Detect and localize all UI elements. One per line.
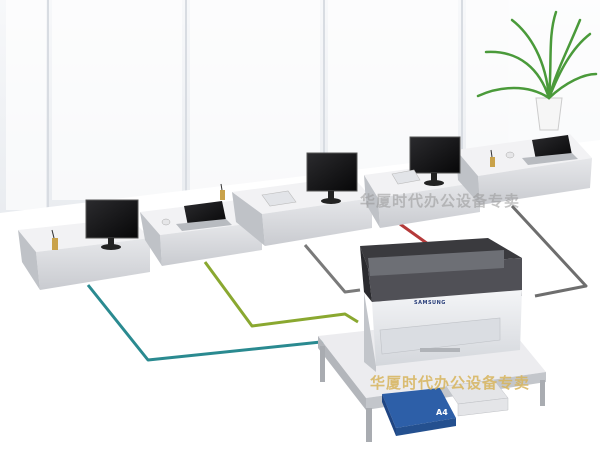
glass-panels <box>6 0 600 210</box>
panel-dividers <box>47 0 463 212</box>
cable-gray-1 <box>303 244 361 294</box>
laptop-2 <box>522 135 578 165</box>
laptop-1 <box>176 201 232 231</box>
cable-red <box>399 222 429 246</box>
watermark-bottom: 华厦时代办公设备专卖 <box>370 374 531 392</box>
paper-box <box>382 388 456 436</box>
monitor-1 <box>85 199 139 250</box>
monitor-3 <box>409 136 461 186</box>
printer-brand-logo: SAMSUNG <box>414 300 446 306</box>
cable-green <box>203 261 359 328</box>
cable-gray-2 <box>510 204 588 298</box>
pen-holders <box>51 149 495 250</box>
monitor-2 <box>306 152 358 204</box>
mice <box>161 151 515 226</box>
cable-teal <box>86 284 341 362</box>
paper-stack <box>445 379 509 417</box>
keyboards <box>261 169 421 207</box>
printer <box>360 238 522 372</box>
potted-plant <box>476 10 598 131</box>
watermark-top: 华厦时代办公设备专卖 <box>360 192 521 210</box>
network-cables <box>86 204 588 362</box>
paper-box-label: A4 <box>436 408 448 417</box>
